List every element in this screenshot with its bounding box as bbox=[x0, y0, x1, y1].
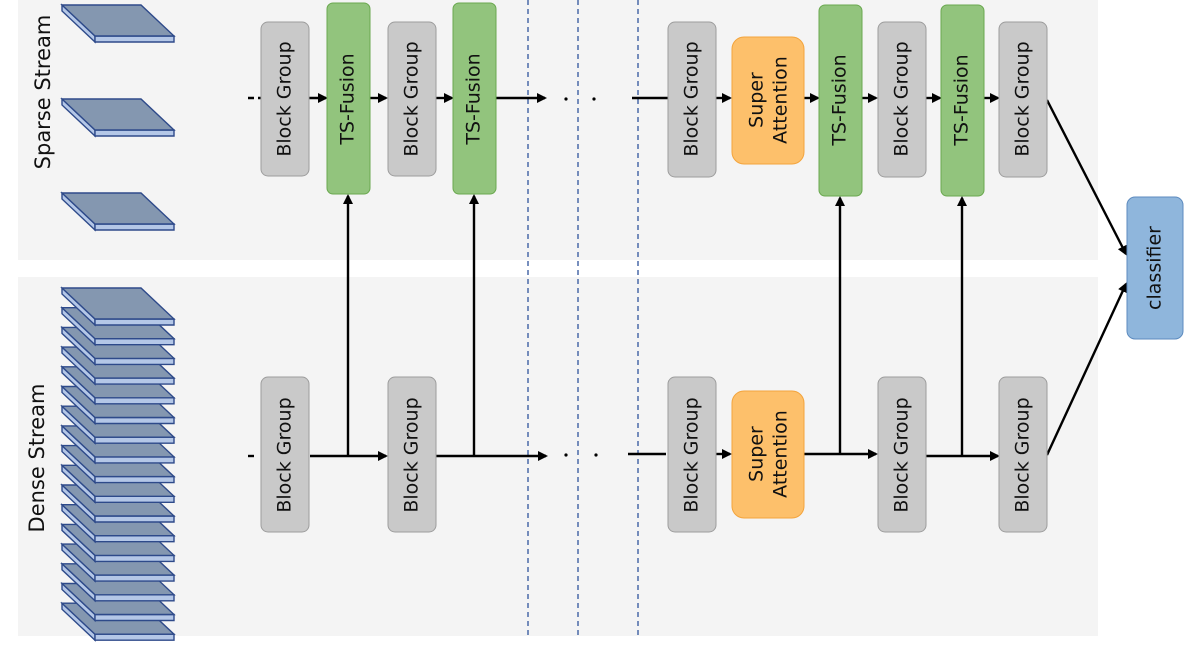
frame-slab-side bbox=[94, 129, 175, 137]
classifier-label: classifier bbox=[1144, 226, 1166, 310]
sparse-block-group-1: Block Group bbox=[260, 21, 310, 177]
frame-slab-side bbox=[94, 515, 175, 523]
super-attention-label-line1: Super bbox=[746, 426, 768, 482]
frame-slab-top bbox=[60, 192, 176, 225]
dense-block-group-2: Block Group bbox=[387, 376, 437, 533]
frame-slab-top bbox=[60, 98, 176, 131]
arrow-line bbox=[1045, 99, 1128, 256]
dense-super-attention: Super Attention bbox=[731, 390, 805, 519]
sparse-ts-fusion-2: TS-Fusion bbox=[452, 2, 497, 195]
frame-slab-side bbox=[94, 357, 175, 366]
ts-fusion-label: TS-Fusion bbox=[463, 53, 485, 145]
frame-slab-top bbox=[60, 4, 176, 37]
sparse-ts-fusion-1: TS-Fusion bbox=[326, 2, 371, 195]
frame-slab-side bbox=[94, 633, 175, 641]
block-group-label: Block Group bbox=[274, 41, 296, 156]
sparse-block-group-2: Block Group bbox=[387, 21, 437, 177]
frame-slab-side bbox=[94, 397, 175, 405]
sparse-ts-fusion-4: TS-Fusion bbox=[940, 4, 985, 197]
ellipsis-dots bbox=[564, 97, 598, 457]
block-group-label: Block Group bbox=[681, 41, 703, 156]
sparse-super-attention: Super Attention bbox=[731, 36, 805, 165]
ts-fusion-label: TS-Fusion bbox=[951, 54, 973, 146]
block-group-label: Block Group bbox=[1012, 397, 1034, 512]
sparse-ts-fusion-3: TS-Fusion bbox=[818, 4, 863, 197]
frame-slab-side bbox=[94, 495, 175, 503]
super-attention-label-line2: Attention bbox=[770, 410, 792, 498]
classifier-box: classifier bbox=[1126, 196, 1184, 340]
block-group-label: Block Group bbox=[891, 41, 913, 156]
frame-slab-side bbox=[94, 436, 175, 444]
sparse-stream-label: Sparse Stream bbox=[31, 15, 55, 170]
sparse-block-group-3: Block Group bbox=[667, 21, 717, 178]
dense-block-group-4: Block Group bbox=[877, 376, 927, 533]
dense-block-group-1: Block Group bbox=[260, 376, 310, 533]
frame-slab-top bbox=[60, 287, 176, 320]
frame-slab-side bbox=[94, 613, 175, 622]
ts-fusion-label: TS-Fusion bbox=[337, 53, 359, 145]
dense-block-group-3: Block Group bbox=[667, 376, 717, 533]
frame-slab-side bbox=[94, 416, 175, 425]
sparse-block-group-5: Block Group bbox=[998, 21, 1048, 178]
block-group-label: Block Group bbox=[681, 397, 703, 512]
sparse-frame-stack bbox=[60, 3, 176, 232]
block-group-label: Block Group bbox=[401, 397, 423, 512]
frame-slab-side bbox=[94, 35, 175, 43]
frame-slab-side bbox=[94, 535, 175, 543]
arrow-line bbox=[1045, 282, 1128, 456]
frame-slab-side bbox=[94, 223, 175, 231]
dense-block-group-5: Block Group bbox=[998, 376, 1048, 533]
frame-slab-side bbox=[94, 475, 175, 484]
frame-slab-side bbox=[94, 594, 175, 602]
block-group-label: Block Group bbox=[891, 397, 913, 512]
block-group-label: Block Group bbox=[401, 41, 423, 156]
connections bbox=[248, 93, 1128, 461]
frame-slab-side bbox=[94, 338, 175, 346]
super-attention-label-line1: Super bbox=[746, 72, 768, 128]
block-group-label: Block Group bbox=[274, 397, 296, 512]
dense-frame-stack bbox=[60, 286, 176, 642]
frame-slab-side bbox=[94, 574, 175, 582]
ts-fusion-label: TS-Fusion bbox=[829, 54, 851, 146]
dense-stream-label: Dense Stream bbox=[25, 384, 49, 533]
super-attention-label-line2: Attention bbox=[770, 56, 792, 144]
frame-slab-side bbox=[94, 554, 175, 563]
sparse-block-group-4: Block Group bbox=[877, 21, 927, 178]
frame-slab-side bbox=[94, 318, 175, 326]
frame-slab-side bbox=[94, 456, 175, 464]
sparse-stream-panel bbox=[18, 0, 1098, 260]
block-group-label: Block Group bbox=[1012, 41, 1034, 156]
frame-slab-side bbox=[94, 377, 175, 385]
